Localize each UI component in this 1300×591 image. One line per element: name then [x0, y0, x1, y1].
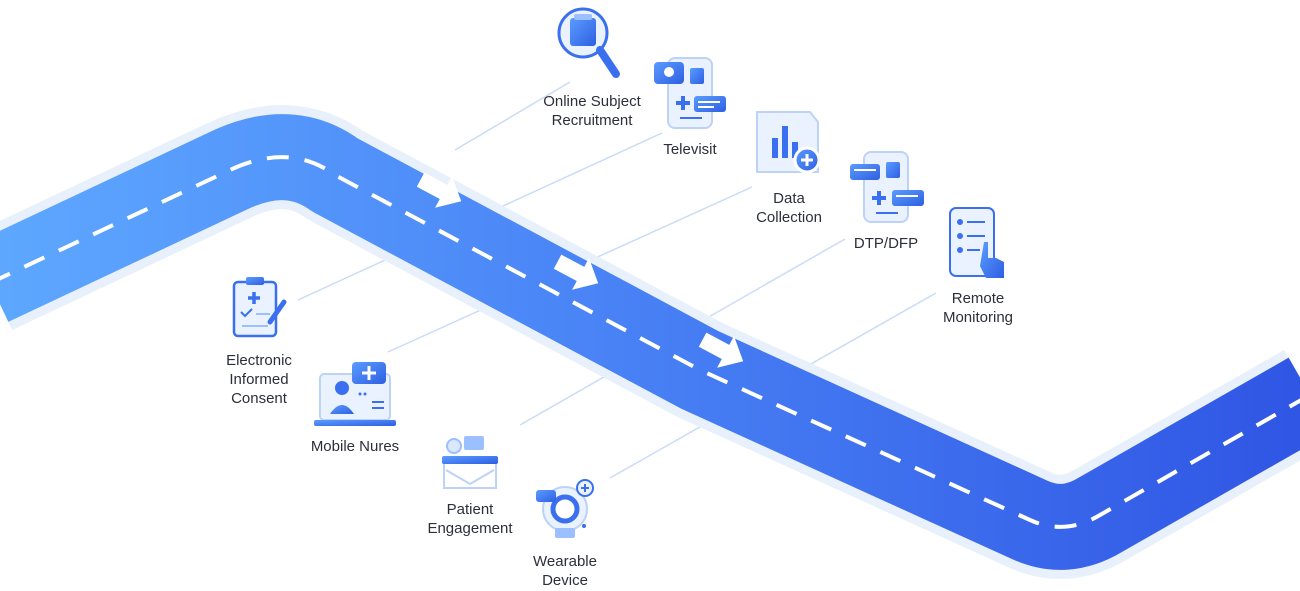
- label-online-subject-recruitment: Online Subject Recruitment: [543, 93, 641, 129]
- direction-arrows: [416, 172, 744, 368]
- mobile-nurse-laptop-icon: [314, 362, 396, 426]
- arrow-right-icon: [553, 254, 599, 290]
- label-remote-monitoring: Remote Monitoring: [942, 290, 1014, 326]
- arrow-right-icon: [416, 172, 462, 208]
- label-wearable-device: Wearable Device: [533, 553, 597, 589]
- televisit-phone-icon: [654, 57, 726, 129]
- label-data-collection: Data Collection: [756, 190, 822, 226]
- label-televisit: Televisit: [663, 141, 717, 158]
- remote-monitoring-tablet-icon: [949, 207, 1004, 278]
- label-mobile-nures: Mobile Nures: [310, 438, 400, 455]
- label-dtp-dfp: DTP/DFP: [853, 235, 919, 252]
- road-surface: [0, 114, 1300, 570]
- label-electronic-informed-consent: Electronic Informed Consent: [226, 352, 292, 407]
- label-patient-engagement: Patient Engagement: [427, 501, 513, 537]
- magnifier-icon: [557, 7, 620, 78]
- dtp-dfp-phone-icon: [850, 151, 924, 223]
- data-collection-chart-icon: [756, 111, 821, 174]
- clipboard-consent-icon: [232, 277, 287, 338]
- road: [0, 105, 1300, 579]
- arrow-right-icon: [698, 332, 744, 368]
- connector-line: [454, 81, 571, 151]
- wearable-device-watch-icon: [536, 479, 594, 538]
- patient-engagement-tray-icon: [442, 436, 498, 489]
